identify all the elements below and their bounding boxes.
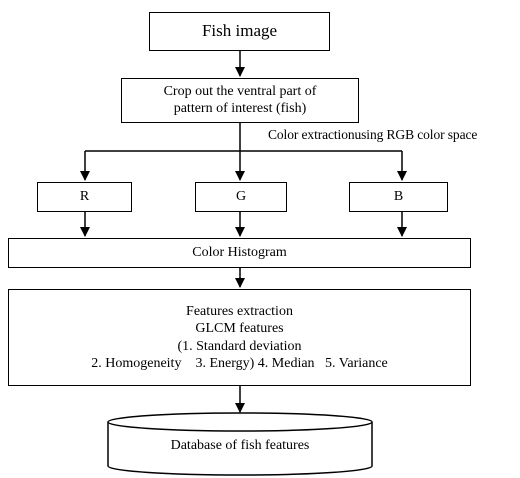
- b-box: B: [349, 182, 448, 212]
- g-box: G: [195, 182, 287, 212]
- color-histogram-label: Color Histogram: [192, 244, 287, 260]
- features-extraction-box: Features extraction GLCM features (1. St…: [8, 289, 471, 386]
- crop-label-line-1: Crop out the ventral part of: [163, 83, 317, 99]
- database-cylinder: [107, 412, 373, 476]
- r-box: R: [37, 182, 132, 212]
- database-label: Database of fish features: [170, 438, 310, 453]
- color-extraction-note: Color extractionusing RGB color space: [268, 127, 478, 142]
- b-label: B: [393, 188, 404, 204]
- g-label: G: [235, 188, 247, 204]
- features-line-3: (1. Standard deviation: [177, 338, 302, 354]
- features-line-4: 2. Homogeneity 3. Energy) 4. Median 5. V…: [91, 355, 388, 371]
- features-line-1: Features extraction: [186, 304, 293, 320]
- crop-label-line-2: pattern of interest (fish): [173, 100, 307, 116]
- r-label: R: [79, 188, 90, 204]
- features-line-2: GLCM features: [195, 321, 284, 337]
- fish-image-label: Fish image: [201, 21, 278, 41]
- crop-box: Crop out the ventral part of pattern of …: [121, 78, 359, 123]
- fish-image-box: Fish image: [149, 12, 330, 51]
- color-histogram-box: Color Histogram: [8, 238, 471, 268]
